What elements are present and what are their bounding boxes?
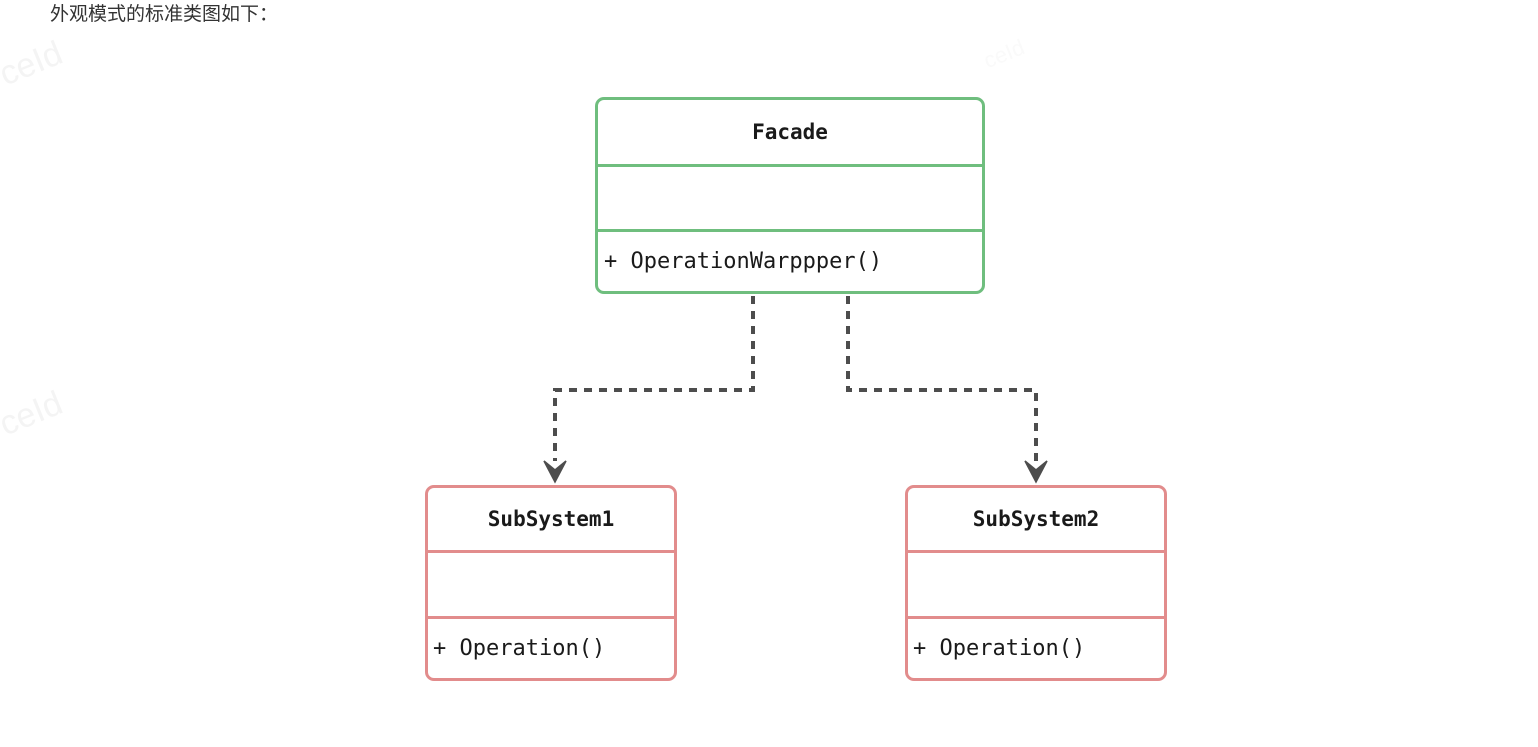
subsystem2-class-name: SubSystem2 [972, 507, 1100, 531]
subsystem2-attributes-compartment [908, 550, 1164, 616]
page-title: 外观模式的标准类图如下： [50, 4, 279, 25]
facade-operation-0: + OperationWarppper() [604, 249, 883, 274]
subsystem2-operations-compartment: + Operation() [908, 616, 1164, 678]
subsystem2-operation-0: + Operation() [913, 636, 1086, 661]
facade-name-compartment: Facade [598, 100, 982, 164]
dependency-arrow-facade-to-subsystem2 [846, 296, 1048, 484]
uml-class-facade[interactable]: Facade + OperationWarppper() [595, 97, 985, 294]
uml-class-subsystem2[interactable]: SubSystem2 + Operation() [905, 485, 1167, 681]
subsystem1-operation-0: + Operation() [433, 636, 606, 661]
subsystem1-name-compartment: SubSystem1 [428, 488, 674, 550]
uml-class-subsystem1[interactable]: SubSystem1 + Operation() [425, 485, 677, 681]
subsystem1-attributes-compartment [428, 550, 674, 616]
facade-class-name: Facade [752, 120, 828, 144]
subsystem1-operations-compartment: + Operation() [428, 616, 674, 678]
facade-operations-compartment: + OperationWarppper() [598, 229, 982, 291]
dependency-arrow-facade-to-subsystem1 [543, 296, 755, 484]
subsystem2-name-compartment: SubSystem2 [908, 488, 1164, 550]
subsystem1-class-name: SubSystem1 [487, 507, 615, 531]
facade-attributes-compartment [598, 164, 982, 229]
